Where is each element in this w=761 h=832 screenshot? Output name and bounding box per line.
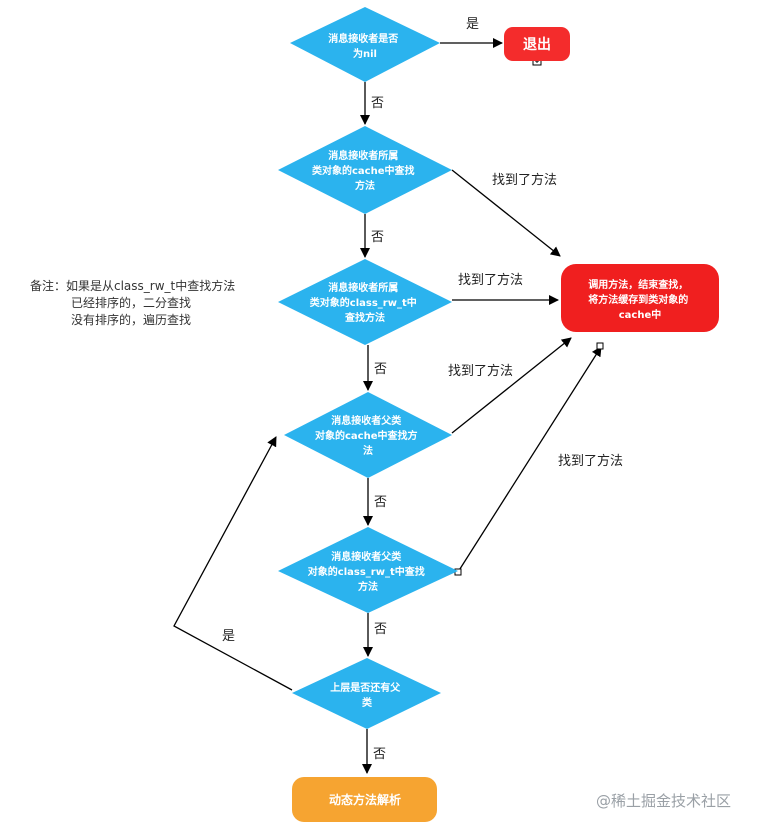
decision-class-cache[interactable] — [278, 126, 452, 214]
note-line3: 没有排序的，遍历查找 — [71, 312, 191, 327]
svg-text:消息接收者所属 类对象的cache中查找 方: 消息接收者所属 类对象的cache中查找 方法 — [312, 149, 418, 192]
dynamic-resolution-label: 动态方法解析 — [329, 792, 401, 807]
label-found-2: 找到了方法 — [458, 272, 523, 288]
svg-text:消息接收者父类 对象的class_rw_t中查找: 消息接收者父类 对象的class_rw_t中查找 方法 — [308, 550, 428, 593]
decision-class-rw[interactable] — [278, 259, 452, 345]
decision-superclass-rw[interactable] — [278, 527, 458, 613]
svg-text:消息接收者是否 为nil: 消息接收者是否 为nil — [328, 32, 401, 60]
result-node-line2: 将方法缓存到类对象的 — [588, 293, 688, 306]
result-node[interactable] — [561, 264, 719, 332]
decision-superclass-rw-line1: 消息接收者父类 — [331, 550, 401, 563]
result-node-line3: cache中 — [619, 308, 662, 321]
svg-text:调用方法，结束查找， 将方法缓存到类对象的: 调用方法，结束查找， 将方法缓存到类对象的 cache中 — [588, 278, 691, 321]
decision-receiver-nil-line1: 消息接收者是否 — [328, 32, 398, 45]
svg-text:上层是否还有父 类: 上层是否还有父 类 — [330, 681, 403, 709]
exit-node[interactable] — [504, 27, 570, 61]
label-yes-exit: 是 — [466, 17, 479, 32]
note-line2: 已经排序的，二分查找 — [71, 295, 191, 310]
decision-class-rw-line3: 查找方法 — [344, 311, 385, 324]
edge-cache-to-result — [451, 169, 561, 257]
label-found-1: 找到了方法 — [492, 172, 557, 188]
decision-superclass-cache[interactable] — [284, 392, 452, 478]
edge-supercache-to-result — [451, 337, 572, 434]
svg-text:消息接收者所属 类对象的class_rw_t中: 消息接收者所属 类对象的class_rw_t中 查找方法 — [310, 281, 420, 324]
decision-superclass-rw-line3: 方法 — [358, 580, 378, 593]
decision-class-rw-line1: 消息接收者所属 — [328, 281, 398, 294]
label-found-4: 找到了方法 — [558, 453, 623, 469]
watermark: @稀土掘金技术社区 — [596, 792, 731, 810]
label-no-4: 否 — [374, 495, 387, 510]
label-no-5: 否 — [374, 622, 387, 637]
decision-superclass-cache-line2: 对象的cache中查找方 — [315, 429, 418, 442]
label-yes-loop: 是 — [222, 629, 235, 644]
label-no-2: 否 — [371, 230, 384, 245]
decision-receiver-nil[interactable] — [290, 7, 440, 82]
decision-class-rw-line2: 类对象的class_rw_t中 — [310, 296, 417, 309]
label-no-3: 否 — [374, 362, 387, 377]
note-line1: 备注：如果是从class_rw_t中查找方法 — [30, 278, 235, 293]
edge-hassuper-loop-back — [173, 436, 293, 691]
decision-superclass-cache-line3: 法 — [363, 444, 373, 457]
label-no-1: 否 — [371, 96, 384, 111]
exit-node-label: 退出 — [523, 36, 551, 53]
decision-has-superclass-line2: 类 — [362, 696, 372, 709]
label-found-3: 找到了方法 — [448, 363, 513, 379]
decision-has-superclass-line1: 上层是否还有父 — [330, 681, 401, 694]
label-no-6: 否 — [373, 747, 386, 762]
decision-class-cache-line2: 类对象的cache中查找 — [312, 164, 415, 177]
decision-class-cache-line3: 方法 — [355, 179, 375, 192]
handle-result[interactable] — [596, 342, 604, 350]
decision-superclass-cache-line1: 消息接收者父类 — [331, 414, 401, 427]
decision-receiver-nil-line2: 为nil — [353, 47, 377, 60]
decision-has-superclass[interactable] — [292, 658, 441, 729]
result-node-line1: 调用方法，结束查找， — [588, 278, 688, 291]
edge-superrw-to-result — [457, 346, 602, 573]
dynamic-resolution-node[interactable] — [292, 777, 437, 822]
handle-superrw[interactable] — [454, 568, 462, 576]
edges — [173, 38, 602, 774]
svg-text:备注：如果是从class_rw_t中查找方法 已经排: 备注：如果是从class_rw_t中查找方法 已经排序的，二分查找 没有排序的，… — [30, 278, 239, 327]
decision-class-cache-line1: 消息接收者所属 — [328, 149, 398, 162]
decision-superclass-rw-line2: 对象的class_rw_t中查找 — [308, 565, 425, 578]
svg-text:消息接收者父类 对象的cache中查找方 法: 消息接收者父类 对象的cache中查找方 法 — [315, 414, 421, 457]
